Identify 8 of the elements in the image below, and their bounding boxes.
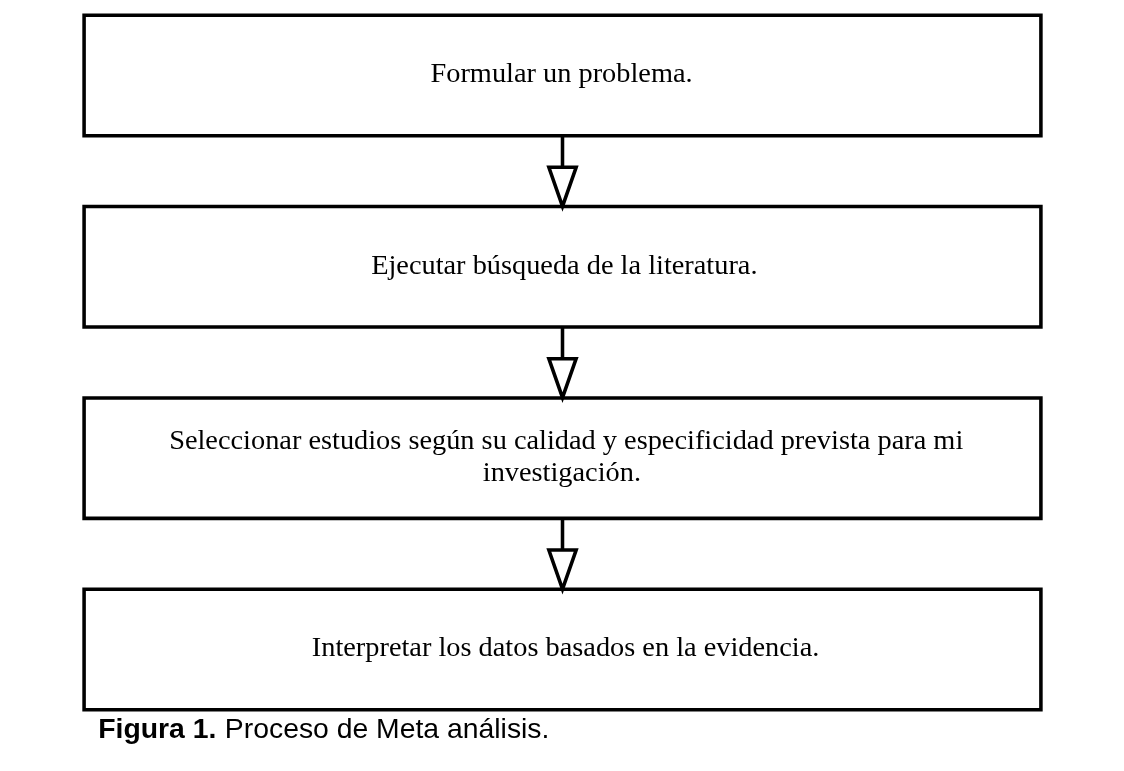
arrow — [545, 136, 579, 212]
node-box: Interpretar los datos basados en la evidencia. — [81, 587, 1043, 712]
node-box: Seleccionar estudios según su calidad y especificidad prevista para mi investigación. — [81, 396, 1043, 521]
arrow — [545, 518, 579, 595]
node-box: Ejecutar búsqueda de la literatura. — [81, 204, 1043, 329]
caption: Figura 1. Proceso de Meta análisis. — [97, 711, 549, 744]
node-box: Formular un problema. — [81, 13, 1043, 138]
arrow — [545, 327, 579, 404]
